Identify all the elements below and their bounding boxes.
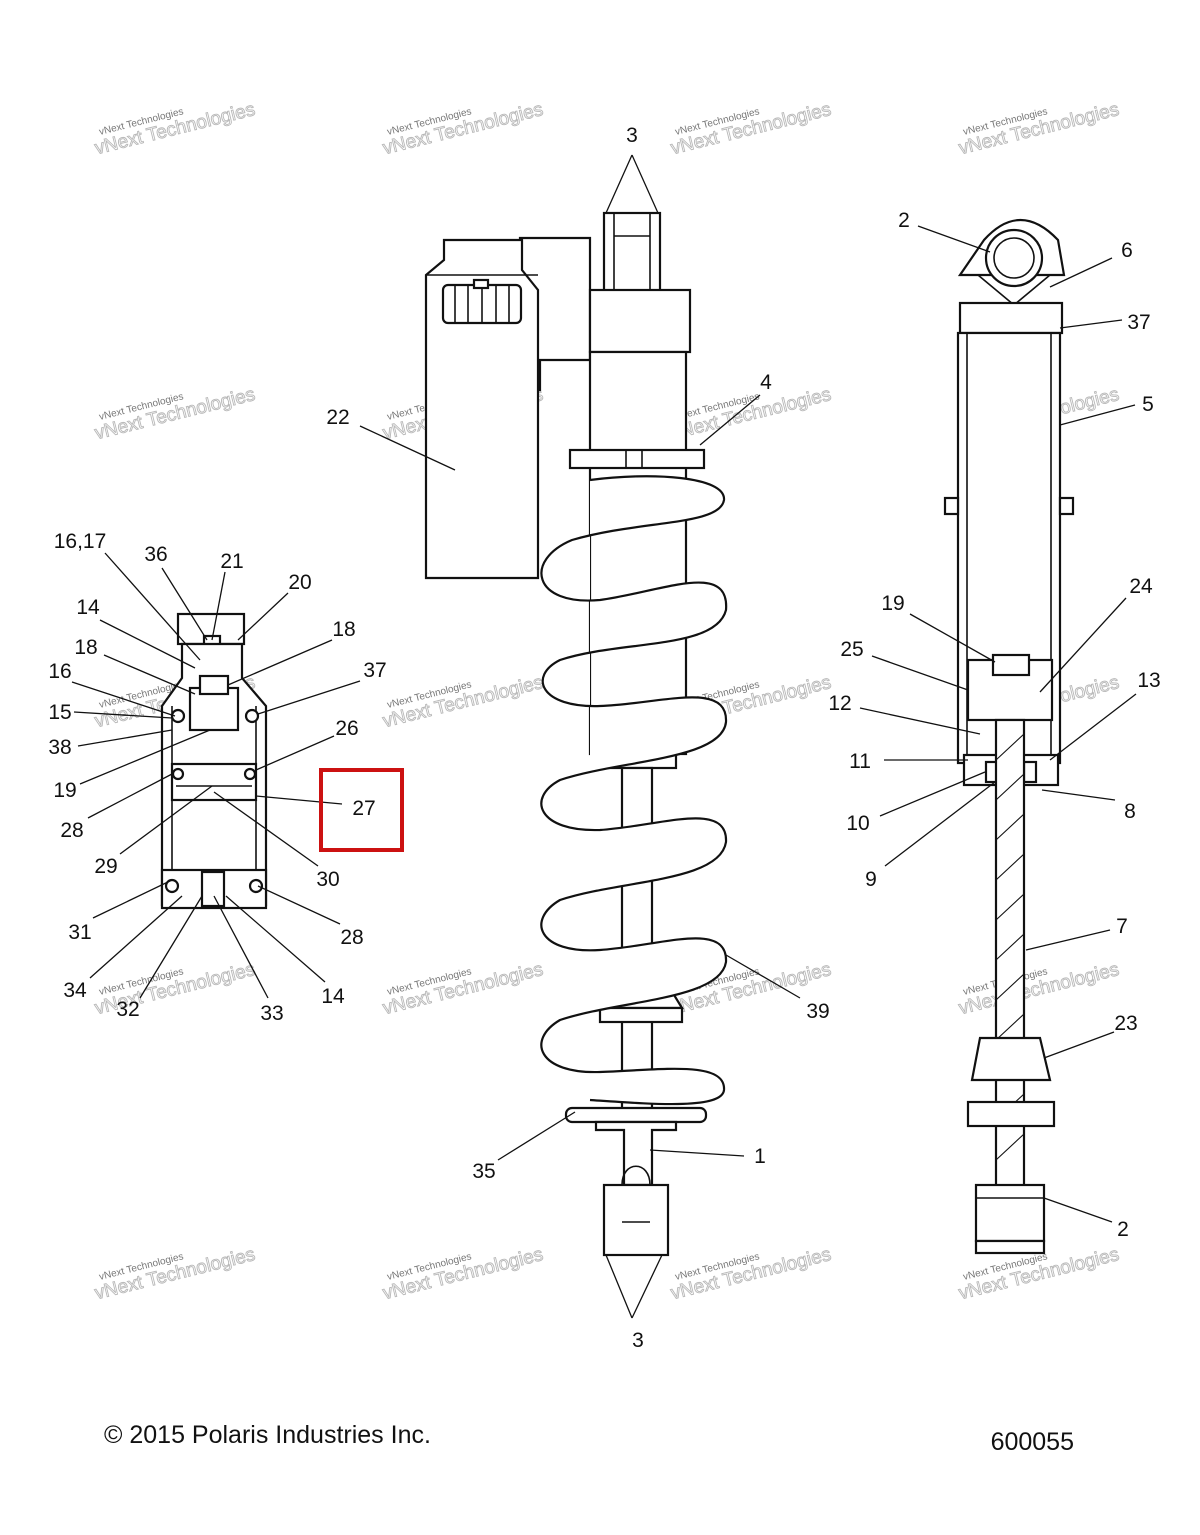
shock-cross-section — [943, 218, 1075, 1255]
callout-35: 35 — [472, 1160, 495, 1183]
floating-piston — [170, 762, 258, 802]
spring-retainer-35 — [564, 1106, 708, 1124]
callout-37: 37 — [1127, 311, 1150, 334]
callout-30: 30 — [316, 868, 339, 891]
watermark: vNext Technologies vNext Technologies — [668, 99, 834, 160]
callout-37: 37 — [363, 659, 386, 682]
callout-14: 14 — [76, 596, 100, 619]
coil-spring-39 — [540, 475, 728, 1106]
callout-39: 39 — [806, 1000, 829, 1023]
watermark: vNext Technologies vNext Technologies — [380, 672, 546, 733]
callout-8: 8 — [1124, 800, 1136, 823]
callout-23: 23 — [1114, 1012, 1137, 1035]
watermark: vNext Technologies vNext Technologies — [92, 384, 258, 445]
watermark: vNext Technologies vNext Technologies — [92, 99, 258, 160]
callout-28: 28 — [340, 926, 363, 949]
callout-28: 28 — [60, 819, 83, 842]
callout-4: 4 — [760, 371, 772, 394]
highlight-box — [319, 768, 404, 852]
spring-seat-section — [966, 1100, 1056, 1128]
top-cap — [958, 301, 1064, 335]
lower-bushing-2 — [974, 1183, 1046, 1243]
callout-31: 31 — [68, 921, 91, 944]
watermark: vNext Technologies vNext Technologies — [956, 959, 1122, 1020]
callout-29: 29 — [94, 855, 117, 878]
callout-33: 33 — [260, 1002, 283, 1025]
figure-number: 600055 — [991, 1428, 1074, 1456]
lower-eyelet — [602, 1183, 670, 1257]
callout-16-17: 16,17 — [54, 530, 107, 553]
callout-2: 2 — [898, 209, 910, 232]
shaft-end — [594, 1120, 678, 1187]
shock-assembly — [424, 154, 728, 1319]
callout-1: 1 — [754, 1145, 766, 1168]
watermark: vNext Technologies vNext Technologies — [380, 99, 546, 160]
top-eyelet — [602, 211, 662, 295]
callout-6: 6 — [1121, 239, 1133, 262]
callout-12: 12 — [828, 692, 851, 715]
callout-14: 14 — [321, 985, 345, 1008]
callout-24: 24 — [1129, 575, 1153, 598]
watermark: vNext Technologies vNext Technologies — [668, 1244, 834, 1305]
callout-18: 18 — [332, 618, 355, 641]
callout-13: 13 — [1137, 669, 1160, 692]
watermark: vNext Technologies vNext Technologies — [380, 1244, 546, 1305]
callout-18: 18 — [74, 636, 97, 659]
callout-27: 27 — [352, 797, 375, 820]
reservoir-cross-section — [160, 612, 268, 910]
callout-16: 16 — [48, 660, 71, 683]
callout-10: 10 — [846, 812, 869, 835]
callout-11: 11 — [849, 750, 871, 773]
callout-7: 7 — [1116, 915, 1128, 938]
bumper-section-23 — [970, 1036, 1052, 1082]
watermark: vNext Technologies vNext Technologies — [668, 384, 834, 445]
watermark: vNext Technologies vNext Technologies — [92, 1244, 258, 1305]
watermark: vNext Technologies vNext Technologies — [380, 959, 546, 1020]
callout-5: 5 — [1142, 393, 1154, 416]
shock-head — [588, 288, 692, 354]
callout-32: 32 — [116, 998, 139, 1021]
copyright-text: © 2015 Polaris Industries Inc. — [104, 1421, 431, 1449]
callout-19: 19 — [53, 779, 76, 802]
callout-labels: 3 22 4 39 35 1 3 2 6 37 5 19 24 25 13 12… — [48, 124, 1160, 1352]
reservoir-22 — [424, 238, 540, 580]
callout-3: 3 — [626, 124, 638, 147]
shock-body — [588, 350, 688, 756]
callout-15: 15 — [48, 701, 71, 724]
callout-34: 34 — [63, 979, 87, 1002]
callout-25: 25 — [840, 638, 863, 661]
callout-22: 22 — [326, 406, 349, 429]
spring-collar-4 — [568, 448, 706, 470]
callout-36: 36 — [144, 543, 167, 566]
callout-9: 9 — [865, 868, 877, 891]
callout-3: 3 — [632, 1329, 644, 1352]
callout-38: 38 — [48, 736, 71, 759]
callout-19: 19 — [881, 592, 904, 615]
callout-20: 20 — [288, 571, 311, 594]
callout-21: 21 — [220, 550, 243, 573]
watermark: vNext Technologies vNext Technologies — [956, 99, 1122, 160]
leader-lines — [71, 225, 1137, 1223]
callout-2: 2 — [1117, 1218, 1129, 1241]
callout-26: 26 — [335, 717, 358, 740]
